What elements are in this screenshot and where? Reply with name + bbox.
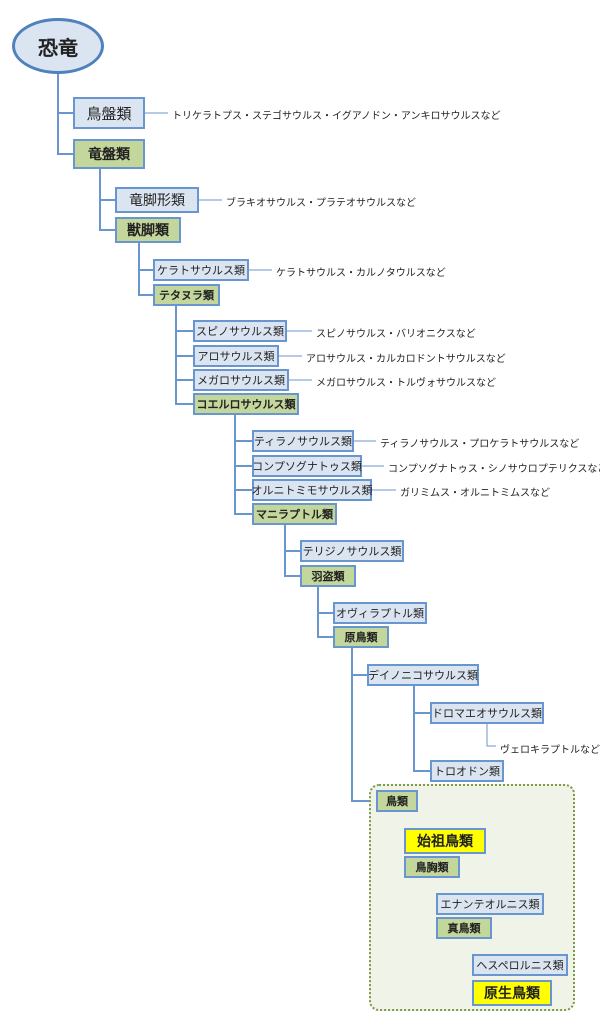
examples-chohan: トリケラトプス・ステゴサウルス・イグアノドン・アンキロサウルスなど (172, 111, 501, 122)
examples-dromaeosaurus: ヴェロキラプトルなど (500, 745, 600, 756)
node-maniraptora[interactable]: マニラプトル類 (252, 503, 337, 525)
node-dromaeosaurus[interactable]: ドロマエオサウルス類 (430, 702, 544, 724)
examples-spinosaurus: スピノサウルス・バリオニクスなど (316, 329, 476, 340)
node-gensei[interactable]: 原生鳥類 (472, 980, 552, 1006)
node-chohan[interactable]: 鳥盤類 (73, 97, 145, 129)
node-tetanurae[interactable]: テタヌラ類 (153, 284, 220, 306)
node-ornithomimosaurus[interactable]: オルニトミモサウルス類 (252, 479, 373, 501)
tree-branch-line (57, 74, 73, 155)
tree-branch-line (175, 306, 193, 405)
node-jukyaku[interactable]: 獣脚類 (115, 217, 181, 243)
node-hesperornis[interactable]: ヘスペロルニス類 (472, 954, 568, 976)
node-keratosaurus[interactable]: ケラトサウルス類 (153, 259, 249, 281)
tree-branch-line (99, 169, 115, 231)
node-shincho[interactable]: 真鳥類 (436, 917, 492, 939)
examples-tyrannosaurus: ティラノサウルス・プロケラトサウルスなど (380, 439, 580, 450)
examples-ryukyaku: ブラキオサウルス・プラテオサウルスなど (226, 198, 416, 209)
node-birds[interactable]: 鳥類 (376, 790, 418, 812)
tree-branch-line (284, 525, 300, 577)
tree-branch-line (351, 648, 376, 802)
node-archaeopteryx[interactable]: 始祖鳥類 (404, 828, 486, 854)
node-gencho[interactable]: 原鳥類 (333, 626, 389, 648)
node-uto[interactable]: 羽盗類 (300, 565, 356, 587)
node-megalosaurus[interactable]: メガロサウルス類 (193, 369, 289, 391)
examples-allosaurus: アロサウルス・カルカロドントサウルスなど (306, 354, 506, 365)
examples-compsognathus: コンプソグナトゥス・シノサウロプテリクスなど (388, 464, 600, 475)
node-allosaurus[interactable]: アロサウルス類 (193, 345, 279, 367)
node-tyrannosaurus[interactable]: ティラノサウルス類 (252, 430, 354, 452)
node-therizinosaurus[interactable]: テリジノサウルス類 (300, 540, 404, 562)
node-enantiornis[interactable]: エナンテオルニス類 (436, 893, 544, 915)
node-oviraptor[interactable]: オヴィラプトル類 (333, 602, 427, 624)
examples-keratosaurus: ケラトサウルス・カルノタウルスなど (276, 268, 446, 279)
tree-branch-line (138, 243, 153, 296)
node-ryuban[interactable]: 竜盤類 (73, 139, 145, 169)
tree-branch-line (413, 686, 430, 772)
node-chokyou[interactable]: 鳥胸類 (404, 856, 460, 878)
tree-branch-line (317, 587, 333, 638)
node-compsognathus[interactable]: コンプソグナトゥス類 (252, 455, 362, 477)
root-node-dinosaur[interactable]: 恐竜 (12, 18, 104, 74)
examples-ornithomimosaurus: ガリミムス・オルニトミムスなど (400, 488, 550, 499)
tree-branch-line (234, 415, 252, 515)
node-ryukyaku[interactable]: 竜脚形類 (115, 187, 199, 213)
examples-megalosaurus: メガロサウルス・トルヴォサウルスなど (316, 378, 496, 389)
node-deinonychosaurus[interactable]: デイノニコサウルス類 (367, 664, 479, 686)
example-leader-line (486, 724, 496, 747)
node-troodon[interactable]: トロオドン類 (430, 760, 504, 782)
node-coelurosaurus[interactable]: コエルロサウルス類 (193, 393, 299, 415)
node-spinosaurus[interactable]: スピノサウルス類 (193, 320, 287, 342)
